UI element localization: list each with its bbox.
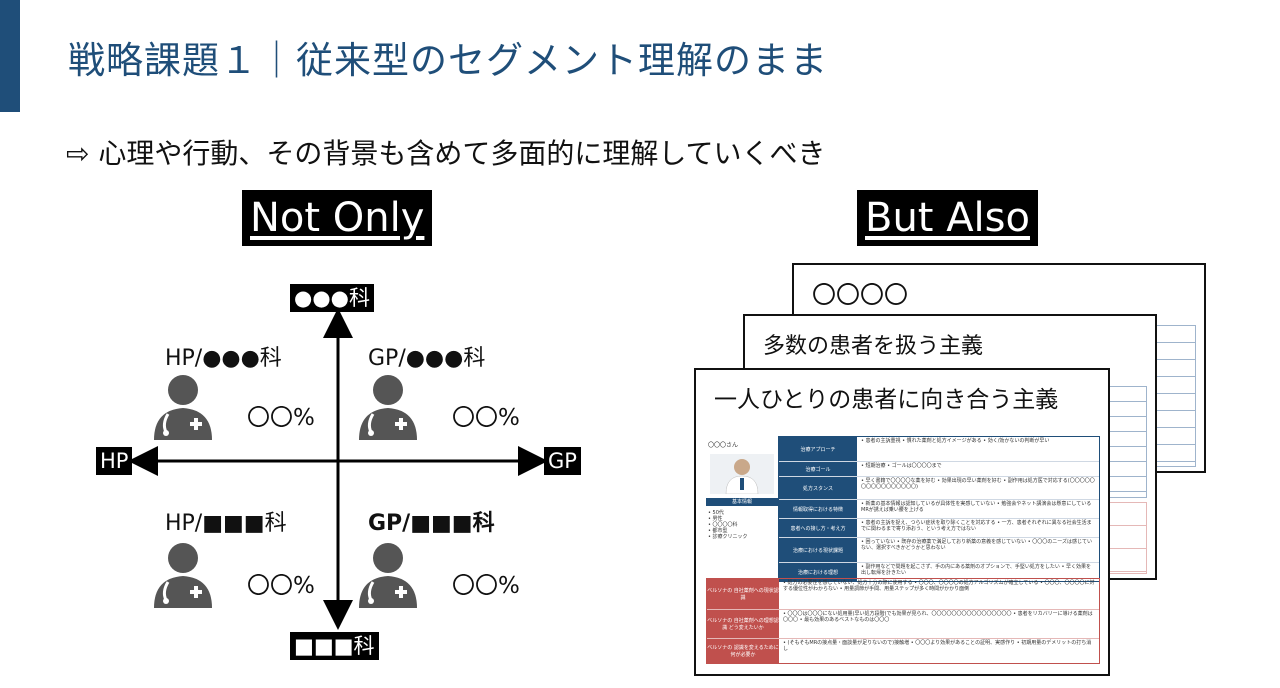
basic-info-header: 基本情報 (706, 498, 778, 506)
axis-top-label: ●●●科 (290, 284, 374, 312)
quadrant-pct-gp-top: 〇〇% (452, 405, 520, 431)
basic-info-list: • 50代 • 男性 • 〇〇〇〇科 • 都市型 • 診療クリニック (708, 510, 748, 540)
doctor-icon (154, 375, 212, 440)
doc-front-title: 一人ひとりの患者に向き合う主義 (714, 387, 1059, 413)
quadrant-label-gp-top: GP/●●●科 (368, 346, 486, 371)
not-only-heading: Not Only (242, 190, 433, 246)
page-subtitle: ⇨ 心理や行動、その背景も含めて多面的に理解していくべき (66, 137, 826, 170)
quadrant-pct-hp-top: 〇〇% (247, 405, 315, 431)
quadrant-label-hp-bottom: HP/■■■科 (165, 511, 287, 536)
table-row: 患者への接し方・考え方• 患者の主訴を捉え、つらい症状を取り除くことを対応する … (779, 519, 1099, 538)
persona-attribute-table: 治療アプローチ• 患者の主訴重視 • 慣れた薬剤と処方イメージがある • 効く/… (778, 436, 1100, 582)
persona-recognition-table: ベルソナの 自社薬剤への現状認識• 処方の必要性を感じていない、処方十分の際に使… (706, 578, 1100, 664)
but-also-heading: But Also (857, 190, 1038, 246)
doc-middle-title: 多数の患者を扱う主義 (763, 334, 984, 359)
table-row: 治療ゴール• 短期治療 • ゴールは〇〇〇〇まで (779, 462, 1099, 477)
doctor-icon (154, 543, 212, 608)
doc-back-title: 〇〇〇〇 (812, 281, 908, 309)
persona-photo (710, 454, 774, 495)
table-row: 処方スタンス• 早く書籍で〇〇〇〇な薬を好む • 効果出現の早い薬剤を好む • … (779, 477, 1099, 500)
table-row: ベルソナの 自社薬剤への現状認識• 処方の必要性を感じていない、処方十分の際に使… (707, 579, 1099, 610)
table-row: ベルソナの 認識を変えるために 何が必要か• (そもそもMRの接点量・面談量が足… (707, 639, 1099, 663)
persona-profile: 〇〇〇さん 基本情報 • 50代 • 男性 • 〇〇〇〇科 • 都市型 • 診療… (706, 436, 778, 576)
axis-right-label: GP (544, 447, 581, 475)
doc-front: 一人ひとりの患者に向き合う主義 〇〇〇さん 基本情報 • 50代 • 男性 • … (694, 368, 1110, 676)
axis-bottom-label: ■■■科 (290, 632, 379, 660)
persona-card: 〇〇〇さん 基本情報 • 50代 • 男性 • 〇〇〇〇科 • 都市型 • 診療… (706, 436, 1100, 664)
accent-bar (0, 0, 20, 112)
quadrant-label-gp-bottom: GP/■■■科 (368, 511, 495, 536)
doctor-icon (359, 543, 417, 608)
table-row: 治療アプローチ• 患者の主訴重視 • 慣れた薬剤と処方イメージがある • 効く/… (779, 437, 1099, 462)
doctor-icon (359, 375, 417, 440)
page-title: 戦略課題１｜従来型のセグメント理解のまま (68, 39, 828, 82)
table-row: 情報取得における特徴• 新薬の基本情報は認知しているが具体性を実感していない •… (779, 500, 1099, 519)
quadrant-pct-hp-bottom: 〇〇% (247, 573, 315, 599)
axis-left-label: HP (96, 447, 133, 475)
quadrant-pct-gp-bottom: 〇〇% (452, 573, 520, 599)
quadrant-label-hp-top: HP/●●●科 (165, 346, 282, 371)
table-row: ベルソナの 自社薬剤への理想認識 どう変えたいか• 〇〇〇は〇〇〇にない処用量(… (707, 610, 1099, 639)
table-row: 治療における理想• 副作用などで問題を起こさず、手の内にある薬剤のオプションで、… (779, 563, 1099, 581)
table-row: 治療における現状課題• 困っていない • 既存の治療薬で満足しており新薬の意義を… (779, 538, 1099, 563)
persona-name: 〇〇〇さん (708, 442, 739, 449)
